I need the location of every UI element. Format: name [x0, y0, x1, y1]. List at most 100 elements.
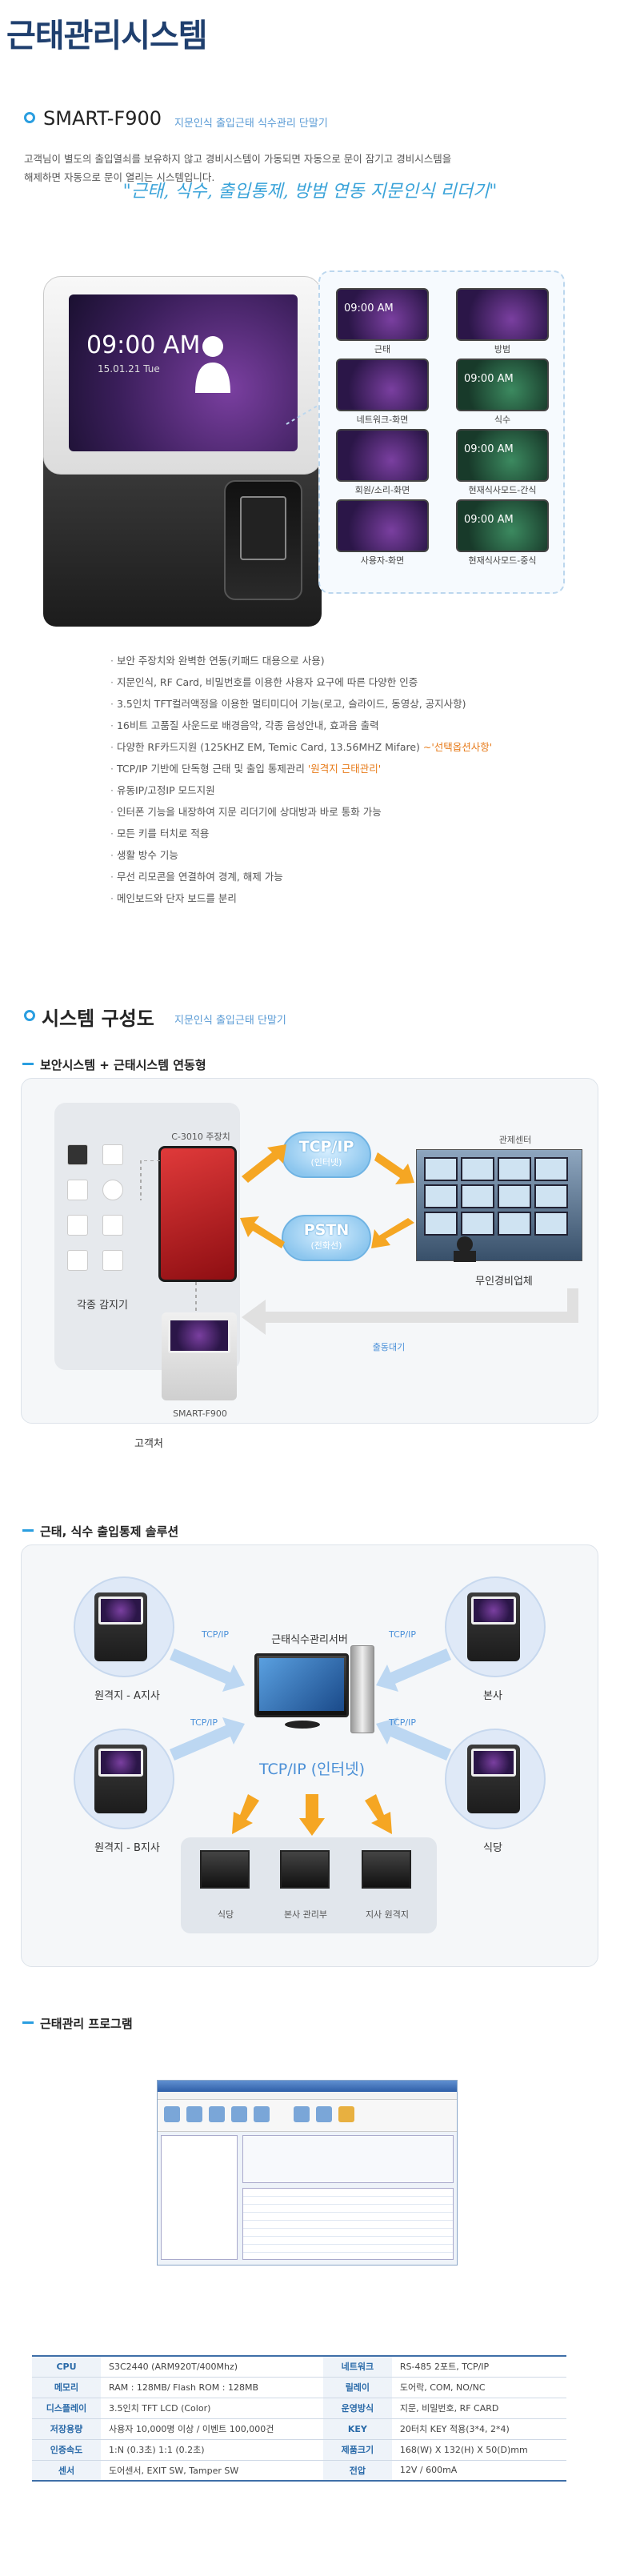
connector-line	[286, 403, 322, 425]
toolbar-icon	[294, 2106, 310, 2122]
screen-thumbnail: 09:00 AM	[456, 499, 549, 552]
sensor-group	[64, 1141, 139, 1290]
site-label: 원격지 - B지사	[94, 1842, 160, 1854]
panel-icon	[67, 1215, 88, 1236]
site-device	[467, 1745, 520, 1813]
reader-device	[162, 1312, 237, 1400]
camera-icon	[67, 1144, 88, 1165]
feature-list: 보안 주장치와 완벽한 연동(키패드 대용으로 사용) 지문인식, RF Car…	[110, 650, 492, 909]
flow-arrows	[240, 1144, 414, 1248]
screen-thumbnail: 09:00 AM	[336, 288, 429, 341]
cloud-title: PSTN	[303, 1221, 350, 1239]
office-label: 지사 원격지	[365, 1909, 410, 1920]
screen-thumbnail	[336, 429, 429, 482]
monitor-screen	[259, 1658, 344, 1711]
keypad-icon	[67, 1180, 88, 1200]
fingerprint-glass	[240, 496, 286, 560]
feature-highlight: ~'선택옵션사항'	[422, 741, 493, 753]
screen-label: 현재식사모드-중식	[468, 555, 537, 566]
cloud-subtitle: (인터넷)	[310, 1157, 342, 1168]
internet-cloud: TCP/IP (인터넷)	[282, 1132, 371, 1178]
site-device	[94, 1592, 147, 1661]
screen-clock: 09:00 AM	[86, 331, 201, 359]
pc-monitor	[362, 1850, 411, 1889]
feature-item: 지문인식, RF Card, 비밀번호를 이용한 사용자 요구에 따른 다양한 …	[110, 671, 492, 693]
intro-line: 해제하면 자동으로 문이 열리는 시스템입니다.	[24, 171, 215, 183]
feature-item: 16비트 고품질 사운드로 배경음악, 각종 음성안내, 효과음 출력	[110, 715, 492, 736]
screen-label: 현재식사모드-간식	[468, 485, 537, 495]
diagram2-heading: 근태, 식수 출입통제 솔루션	[40, 1524, 179, 1539]
site-device	[467, 1592, 520, 1661]
toolbar-icon	[209, 2106, 225, 2122]
feature-item: 인터폰 기능을 내장하여 지문 리더기에 상대방과 바로 통화 가능	[110, 801, 492, 823]
pstn-cloud: PSTN (전화선)	[282, 1215, 371, 1261]
section-bullet-icon	[24, 112, 35, 123]
pc-monitor	[280, 1850, 330, 1889]
product-subtitle: 지문인식 출입근태 식수관리 단말기	[174, 118, 328, 130]
feature-item: 메인보드와 단자 보드를 분리	[110, 887, 492, 909]
feature-item: 무선 리모콘을 연결하여 경계, 해제 가능	[110, 866, 492, 887]
data-grid	[242, 2188, 454, 2260]
site-label: 본사	[483, 1690, 502, 1702]
screen-thumbnail: 09:00 AM	[456, 359, 549, 411]
tcp-label: TCP/IP	[389, 1629, 416, 1640]
screen-thumbnail	[336, 499, 429, 552]
screen-label: 식수	[494, 415, 511, 425]
heading-marker	[22, 1529, 34, 1532]
toolbar-icon	[254, 2106, 270, 2122]
feature-item: TCP/IP 기반에 단독형 근태 및 출입 통제관리 '원격지 근태관리'	[110, 758, 492, 779]
toolbar-icon	[186, 2106, 202, 2122]
dispatch-arrow	[242, 1288, 578, 1335]
cloud-title: TCP/IP	[298, 1138, 354, 1156]
screen-label: 사용자-화면	[360, 555, 405, 566]
system-subtitle: 지문인식 출입근태 단말기	[174, 1015, 286, 1027]
system-title: 시스템 구성도	[42, 1008, 154, 1030]
reader-screen	[167, 1317, 231, 1353]
window-body	[158, 2132, 457, 2265]
detector-icon	[102, 1144, 123, 1165]
screen-thumbnail	[456, 288, 549, 341]
control-center-label: 관제센터	[498, 1135, 532, 1145]
control-center-image	[416, 1149, 582, 1262]
dispatch-label: 출동대기	[372, 1342, 406, 1352]
site-label: 원격지 - A지사	[94, 1690, 160, 1702]
window-titlebar	[158, 2081, 457, 2092]
site-device	[94, 1745, 147, 1813]
screen-label: 네트워크-화면	[356, 415, 409, 425]
monitor-wall-icon	[424, 1157, 568, 1262]
server-tower	[350, 1645, 374, 1733]
screen-label: 회원/소리-화면	[354, 485, 410, 495]
product-slogan: "근태, 식수, 출입통제, 방범 연동 지문인식 리더기"	[122, 182, 498, 202]
main-unit-label: C-3010 주장치	[171, 1132, 230, 1142]
program-screenshot	[157, 2080, 458, 2266]
customer-label: 고객처	[134, 1438, 163, 1450]
form-panel	[242, 2135, 454, 2183]
heading-marker	[22, 2021, 34, 2024]
office-label: 본사 관리부	[283, 1909, 328, 1920]
screen-thumbnail	[336, 359, 429, 411]
tcp-label: TCP/IP	[389, 1717, 416, 1728]
site-label: 식당	[483, 1842, 502, 1854]
pc-monitor	[200, 1850, 250, 1889]
screen-gallery: 09:00 AM 근태 방범 네트워크-화면 09:00 AM 식수 회원/소리…	[318, 270, 565, 594]
sensors-label: 각종 감지기	[77, 1300, 128, 1312]
screen-label: 방범	[494, 344, 511, 355]
feature-item: 다양한 RF카드지원 (125KHZ EM, Temic Card, 13.56…	[110, 736, 492, 758]
security-company-label: 무인경비업체	[475, 1276, 533, 1288]
connector-line	[140, 1160, 160, 1200]
page-title: 근태관리시스템	[6, 18, 208, 54]
section-bullet-icon	[24, 1010, 35, 1021]
tcp-label: TCP/IP	[190, 1717, 218, 1728]
connector-line	[195, 1282, 197, 1311]
office-label: 식당	[217, 1909, 234, 1920]
window-menubar	[158, 2092, 457, 2100]
toolbar-icon	[164, 2106, 180, 2122]
feature-item: 유동IP/고정IP 모드지원	[110, 779, 492, 801]
window-toolbar	[158, 2100, 457, 2132]
alarm-icon	[67, 1250, 88, 1271]
switch-icon	[102, 1250, 123, 1271]
